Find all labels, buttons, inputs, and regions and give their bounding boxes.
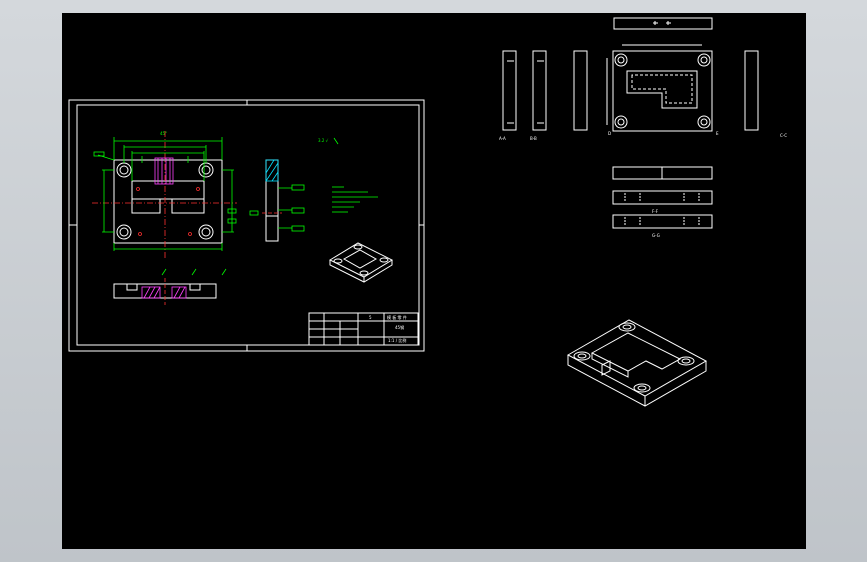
- drawing-canvas[interactable]: 45° 3.2 √: [62, 13, 806, 549]
- drawing-sheet[interactable]: 45° 3.2 √: [68, 99, 425, 352]
- title-cell-b: 模 板 零 件: [387, 314, 407, 320]
- svg-text:F-F: F-F: [652, 209, 659, 214]
- svg-text:D: D: [608, 131, 611, 136]
- title-cell-a: 5: [369, 315, 372, 320]
- plate-plan-view-large[interactable]: D E: [606, 44, 719, 136]
- plate-plan-view[interactable]: 45°: [92, 131, 237, 258]
- plate-isometric-small[interactable]: [328, 242, 394, 283]
- side-strip-views[interactable]: A-A B-B C-C: [499, 50, 787, 141]
- front-section-views[interactable]: F-F G-G: [612, 166, 713, 238]
- plate-isometric-large[interactable]: [566, 319, 708, 407]
- title-cell-c: 45钢: [395, 324, 404, 330]
- plate-section-view[interactable]: [113, 268, 227, 305]
- technical-notes: 3.2 √: [318, 137, 378, 213]
- title-block[interactable]: 5 模 板 零 件 45钢 1:1 / 比例: [308, 312, 419, 346]
- title-cell-d: 1:1 / 比例: [388, 337, 406, 343]
- svg-text:45°: 45°: [160, 131, 167, 136]
- drawing-svg: 45° 3.2 √: [68, 17, 787, 407]
- svg-text:G-G: G-G: [652, 233, 660, 238]
- plate-side-view[interactable]: [249, 159, 305, 242]
- top-thin-view[interactable]: [613, 17, 713, 30]
- svg-text:E: E: [716, 131, 719, 136]
- svg-text:A-A: A-A: [499, 136, 506, 141]
- svg-text:B-B: B-B: [530, 136, 537, 141]
- svg-text:3.2 √: 3.2 √: [318, 138, 329, 143]
- svg-text:C-C: C-C: [780, 133, 787, 138]
